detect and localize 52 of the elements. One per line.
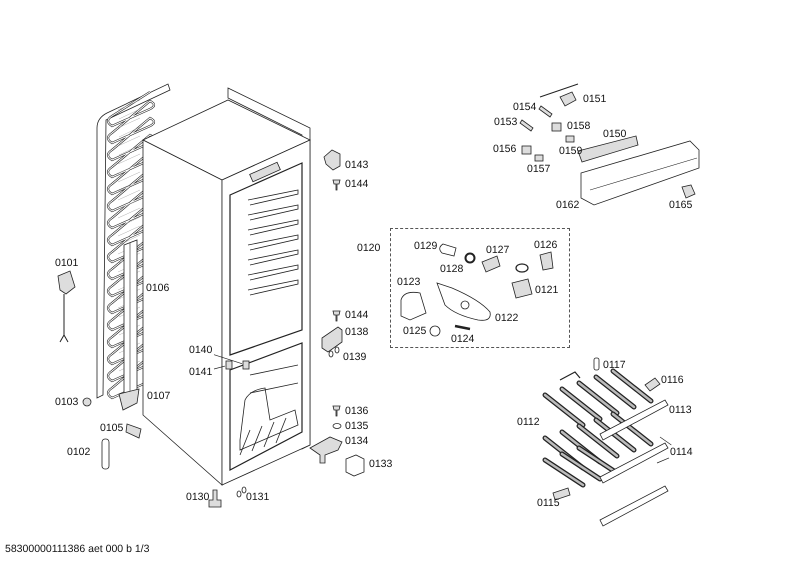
callout-number: 0123 [397,276,420,289]
callout-number: 0125 [403,325,426,338]
callout-number: 0153 [494,116,518,129]
callout-number: 0154 [513,101,536,114]
drawing-number: 58300000111386 aet 000 b 1/3 [5,543,150,556]
leader-line [214,354,242,364]
callout-number: 0138 [345,326,368,339]
callout-number: 0107 [147,390,170,403]
callout-number: 0136 [345,405,368,418]
callout-number: 0124 [451,333,474,346]
callout-number: 0130 [186,491,210,504]
callout-number: 0144 [345,178,368,191]
callout-number: 0134 [345,435,368,448]
callout-number: 0131 [246,491,270,504]
callout-number: 0133 [369,458,392,471]
callout-number: 0143 [345,159,368,172]
callout-number: 0105 [100,422,124,435]
callout-number: 0113 [669,404,692,417]
callout-number: 0122 [495,312,518,325]
leader-line [656,458,670,464]
callout-number: 0144 [345,309,368,322]
callout-number: 0159 [559,145,582,158]
callout-number: 0120 [357,242,380,255]
callout-number: 0101 [55,257,78,270]
callout-number: 0140 [189,344,212,357]
plug-icon [226,360,232,370]
callout-number: 0162 [556,199,580,212]
callout-number: 0158 [567,120,590,133]
callout-number: 0139 [343,351,366,364]
callout-number: 0135 [345,420,368,433]
callout-number: 0121 [535,284,558,297]
callout-number: 0115 [537,497,560,510]
callout-number: 0126 [534,239,558,252]
callout-number: 0151 [583,93,606,106]
callout-number: 0112 [517,416,540,429]
callout-number: 0129 [414,240,438,253]
callout-number: 0116 [661,374,684,387]
leader-line [660,436,672,446]
callout-number: 0141 [189,366,212,379]
callout-number: 0127 [486,244,510,257]
callout-number: 0103 [55,396,78,409]
callout-number: 0156 [493,143,516,156]
callout-number: 0117 [603,359,626,372]
callout-number: 0150 [603,128,626,141]
callout-number: 0114 [670,446,693,459]
callout-number: 0157 [527,163,550,176]
callout-number: 0128 [440,263,464,276]
callout-number: 0102 [67,446,90,459]
plug-icon [242,360,250,370]
leader-line [214,366,226,370]
callout-number: 0106 [146,282,170,295]
callout-number: 0165 [669,199,692,212]
